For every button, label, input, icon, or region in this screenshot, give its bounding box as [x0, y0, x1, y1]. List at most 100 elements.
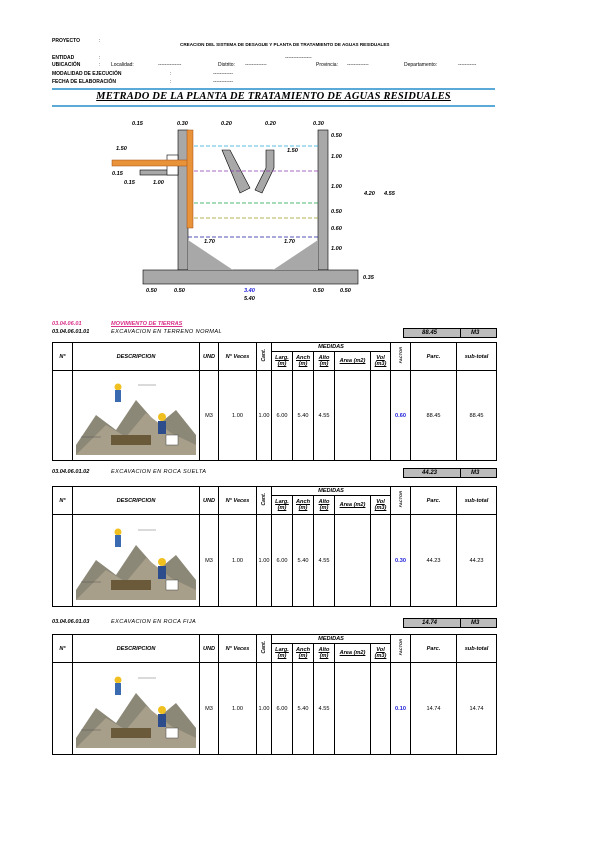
col-factor: FACTOR — [390, 634, 411, 663]
metrado-table: N° DESCRIPCION UND N° Veces Cant. MEDIDA… — [52, 486, 497, 607]
item-total: 88.45 — [422, 330, 438, 336]
col-area: Area (m2) — [334, 495, 371, 515]
item-total-box: 88.45 M3 — [403, 328, 497, 338]
dim-label: 0.20 — [265, 121, 276, 127]
cell-vol — [370, 662, 391, 755]
cell-veces: 1.00 — [218, 370, 257, 461]
dim-label: 4.55 — [384, 191, 395, 197]
dim-label: 1.00 — [153, 180, 164, 186]
item-description: EXCAVACION EN ROCA FIJA — [111, 619, 197, 625]
cell-cant: 1.00 — [256, 514, 272, 607]
cell-parc: 14.74 — [410, 662, 457, 755]
excavation-illustration — [72, 370, 200, 461]
cell-anch: 5.40 — [292, 370, 314, 461]
cell-larg: 6.00 — [271, 662, 293, 755]
col-alto: Alto (m) — [313, 643, 335, 663]
ubicacion-label: UBICACIÓN — [52, 62, 81, 68]
dim-label: 1.70 — [284, 239, 295, 245]
col-nveces: N° Veces — [218, 486, 257, 515]
right-wall — [317, 129, 329, 271]
plant-section-diagram — [111, 129, 359, 285]
cell-larg: 6.00 — [271, 514, 293, 607]
provincia-label: Provincia: — [316, 62, 338, 68]
col-factor: FACTOR — [390, 486, 411, 515]
localidad-value: -------------- — [158, 62, 182, 68]
localidad-label: Localidad: — [111, 62, 134, 68]
cell-vol — [370, 514, 391, 607]
item-unit: M3 — [471, 330, 480, 336]
cell-anch: 5.40 — [292, 662, 314, 755]
dim-label: 0.15 — [112, 171, 123, 177]
item-code: 03.04.06.01.02 — [52, 469, 90, 475]
dim-label: 3.40 — [244, 288, 255, 294]
entidad-label: ENTIDAD — [52, 55, 75, 61]
cell-subtotal: 14.74 — [456, 662, 497, 755]
col-larg: Larg. (m) — [271, 351, 293, 371]
cell-und: M3 — [199, 662, 219, 755]
excavation-illustration — [72, 514, 200, 607]
col-medidas: MEDIDAS — [271, 342, 391, 352]
item-total: 44.23 — [422, 470, 438, 476]
colon: : — [99, 38, 101, 44]
dim-label: 0.15 — [124, 180, 135, 186]
col-vol: Vol (m3) — [370, 351, 391, 371]
item-total-box: 44.23 M3 — [403, 468, 497, 478]
section-code: 03.04.06.01 — [52, 321, 82, 327]
col-n: N° — [52, 634, 73, 663]
col-n: N° — [52, 342, 73, 371]
col-area: Area (m2) — [334, 643, 371, 663]
col-parc: Parc. — [410, 634, 457, 663]
cell-cant: 1.00 — [256, 662, 272, 755]
col-und: UND — [199, 342, 219, 371]
col-anch: Anch (m) — [292, 495, 314, 515]
colon: : — [99, 55, 101, 61]
excavation-illustration — [72, 662, 200, 755]
col-subtotal: sub-total — [456, 342, 497, 371]
provincia-value: ------------- — [347, 62, 369, 68]
cell-factor: 0.30 — [390, 514, 411, 607]
col-area: Area (m2) — [334, 351, 371, 371]
dim-label: 0.50 — [331, 209, 342, 215]
colon: : — [99, 62, 101, 68]
item-total-box: 14.74 M3 — [403, 618, 497, 628]
col-nveces: N° Veces — [218, 342, 257, 371]
cell-alto: 4.55 — [313, 514, 335, 607]
item-description: EXCAVACION EN TERRENO NORMAL — [111, 329, 222, 335]
dim-label: 0.15 — [132, 121, 143, 127]
cell-veces: 1.00 — [218, 662, 257, 755]
col-vol: Vol (m3) — [370, 643, 391, 663]
col-medidas: MEDIDAS — [271, 486, 391, 496]
dim-label: 1.70 — [204, 239, 215, 245]
dim-label: 0.50 — [340, 288, 351, 294]
cell-cant: 1.00 — [256, 370, 272, 461]
modalidad-label: MODALIDAD DE EJECUCIÓN — [52, 71, 122, 77]
metrado-table: N° DESCRIPCION UND N° Veces Cant. MEDIDA… — [52, 634, 497, 755]
col-alto: Alto (m) — [313, 495, 335, 515]
item-code: 03.04.06.01.03 — [52, 619, 90, 625]
table-row: M3 1.00 1.00 6.00 5.40 4.55 0.30 44.23 4… — [52, 514, 497, 607]
dim-label: 0.30 — [177, 121, 188, 127]
cell-larg: 6.00 — [271, 370, 293, 461]
cell-alto: 4.55 — [313, 662, 335, 755]
col-cant: Cant. — [256, 634, 272, 663]
item-unit: M3 — [471, 620, 480, 626]
col-vol: Vol (m3) — [370, 495, 391, 515]
page-title: METRADO DE LA PLANTA DE TRATAMIENTO DE A… — [96, 91, 451, 102]
colon: : — [170, 79, 172, 85]
dim-label: 0.60 — [331, 226, 342, 232]
col-medidas: MEDIDAS — [271, 634, 391, 644]
dim-label: 1.50 — [287, 148, 298, 154]
col-cant: Cant. — [256, 486, 272, 515]
dim-label: 0.50 — [331, 133, 342, 139]
col-larg: Larg. (m) — [271, 643, 293, 663]
concrete-structure — [139, 129, 359, 285]
base-slab — [142, 269, 359, 285]
dim-label: 0.50 — [146, 288, 157, 294]
inlet-pipe — [111, 159, 193, 167]
cell-parc: 88.45 — [410, 370, 457, 461]
col-parc: Parc. — [410, 342, 457, 371]
cell-alto: 4.55 — [313, 370, 335, 461]
distrito-label: Distrito: — [218, 62, 235, 68]
proyecto-label: PROYECTO — [52, 38, 80, 44]
cell-parc: 44.23 — [410, 514, 457, 607]
